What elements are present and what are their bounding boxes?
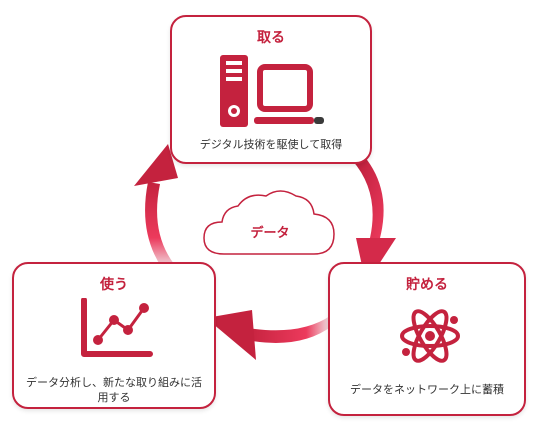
store-title: 貯める <box>406 277 448 293</box>
use-description: データ分析し、新たな取り組みに活用する <box>26 376 202 404</box>
collect-title: 取る <box>257 30 285 46</box>
store-card: 貯める データをネットワーク上に蓄積 <box>328 262 526 416</box>
cloud-label: データ <box>250 226 290 241</box>
collect-description: デジタル技術を駆使して取得 <box>199 138 343 151</box>
store-description: データをネットワーク上に蓄積 <box>350 383 504 396</box>
arrow-store-to-use <box>206 310 332 360</box>
use-title: 使う <box>100 277 128 293</box>
collect-card: 取る デジタル技術を駆使して取得 <box>170 15 372 164</box>
cloud-icon <box>203 190 335 255</box>
atom-icon <box>400 309 460 363</box>
line-chart-icon <box>81 298 153 357</box>
data-cloud: データ <box>200 188 340 262</box>
server-and-monitor-icon <box>220 55 324 127</box>
arrow-use-to-collect <box>134 144 178 268</box>
use-card: 使う データ分析し、新たな取り組みに活用する <box>12 262 216 409</box>
